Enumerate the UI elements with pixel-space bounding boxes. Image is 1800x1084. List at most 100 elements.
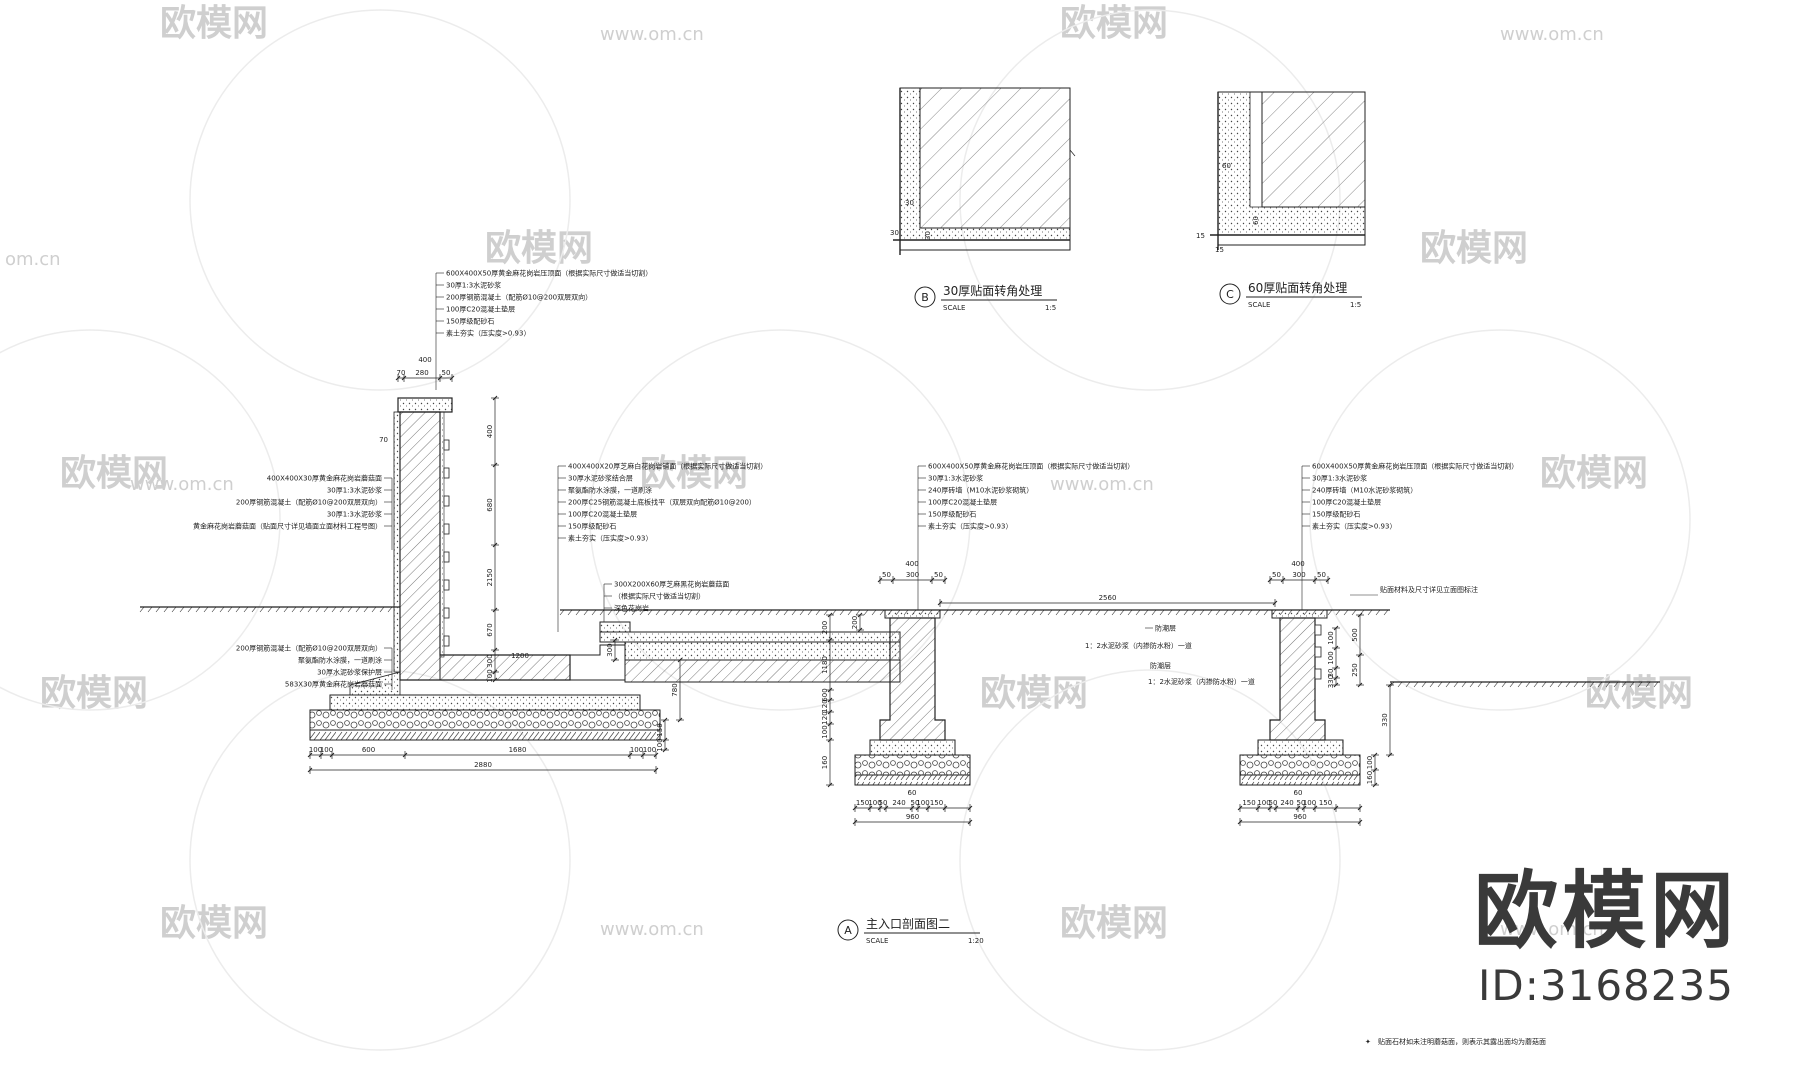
dimension-value: 960: [1293, 813, 1306, 821]
detail-a-marker: [837, 919, 859, 941]
dimension-tick: [1372, 767, 1378, 773]
ground-tick: [323, 606, 329, 613]
watermark-ring: [1309, 329, 1691, 711]
ground-tick: [575, 609, 581, 616]
ground-tick: [1581, 681, 1587, 688]
dimension-tick: [1333, 805, 1339, 811]
dimension-value: 100: [868, 799, 881, 807]
wall-cladding-left: [393, 411, 401, 673]
ground-tick: [315, 606, 321, 613]
ground-tick: [1175, 609, 1181, 616]
pier1-gravel: [854, 754, 971, 776]
ground-tick: [591, 609, 597, 616]
ground-tick: [823, 609, 829, 616]
dimension-tick: [909, 805, 915, 811]
dimension-tick: [492, 542, 498, 548]
dimension-tick: [967, 805, 973, 811]
ground-tick: [727, 609, 733, 616]
dimension-tick: [677, 657, 683, 663]
detail-b-dim: 30: [924, 231, 932, 240]
dimension-value: 780: [671, 683, 679, 696]
dimension-value: 400: [486, 425, 494, 438]
ground-tick: [1621, 681, 1627, 688]
ground-tick: [1445, 681, 1451, 688]
wall-left-note: 400X400X30厚黄金麻花岗岩蘑菇面: [267, 474, 382, 483]
dimension-tick: [1333, 675, 1339, 681]
dimension-tick: [612, 637, 618, 643]
dimension-tick: [401, 375, 407, 381]
pier1-brick: [879, 617, 946, 741]
wall-coping: [397, 397, 453, 413]
ground-tick: [227, 606, 233, 613]
dimension-value: 300: [906, 571, 919, 579]
watermark-logo: 欧模网: [60, 453, 168, 494]
detail-a-scale: 1:20: [968, 937, 984, 945]
dimension-value: 150: [856, 799, 869, 807]
ground-tick: [331, 606, 337, 613]
watermark-logo: 欧模网: [640, 453, 748, 494]
dimension-tick: [1273, 805, 1279, 811]
ground-tick: [1183, 609, 1189, 616]
ground-tick: [863, 609, 869, 616]
dimension-tick: [492, 462, 498, 468]
dimension-value: 160: [1366, 771, 1374, 784]
ground-tick: [1565, 681, 1571, 688]
wall-bottom-note: 200厚钢筋混凝土（配筋Ø10@200双层双向）: [236, 644, 382, 653]
ground-tick: [1405, 681, 1411, 688]
ground-tick: [243, 606, 249, 613]
wall-bottom-note: 30厚水泥砂浆保护层: [317, 668, 382, 677]
ground-tick: [355, 606, 361, 613]
ground-tick: [1557, 681, 1563, 688]
dimension-tick: [857, 627, 863, 633]
wall-stud: [443, 579, 450, 591]
dimension-value: 100: [309, 746, 322, 754]
wall-left-note: 30厚1:3水泥砂浆: [327, 510, 382, 519]
footnote-mark: ✦: [1365, 1038, 1371, 1046]
dimension-tick: [827, 737, 833, 743]
ground-tick: [147, 606, 153, 613]
detail-c-dim: 15: [1215, 246, 1224, 254]
detail-b-marker-letter: B: [921, 291, 929, 304]
floor-note: 200厚C25钢筋混凝土底板找平（双层双向配筋Ø10@200）: [568, 498, 756, 507]
wall-top-note: 100厚C20混凝土垫层: [446, 305, 515, 314]
ground-tick: [1111, 609, 1117, 616]
detail-b-scale: 1:5: [1045, 304, 1056, 312]
watermark-logo: 欧模网: [1060, 903, 1168, 944]
ground-tick: [1509, 681, 1515, 688]
ground-tick: [1327, 609, 1333, 616]
dimension-tick: [402, 752, 408, 758]
detail-c-scale-label: SCALE: [1248, 301, 1270, 309]
dimension-value: 100: [630, 746, 643, 754]
ground-tick: [1383, 609, 1389, 616]
ground-tick: [363, 606, 369, 613]
dimension-tick: [1333, 625, 1339, 631]
pier2-soil: [1239, 774, 1361, 786]
floor-paving: [599, 631, 901, 643]
watermark-logo: 欧模网: [485, 228, 593, 269]
dimension-value: 680: [486, 498, 494, 511]
floor-note: 100厚C20混凝土垫层: [568, 510, 637, 519]
pier2-stud: [1314, 668, 1322, 680]
dimension-tick: [827, 709, 833, 715]
dimension-value: 100: [643, 746, 656, 754]
ground-tick: [783, 609, 789, 616]
dimension-tick: [449, 375, 455, 381]
ground-tick: [1549, 681, 1555, 688]
dimension-value: 150: [1242, 799, 1255, 807]
ground-tick: [1517, 681, 1523, 688]
watermark-ring: [0, 329, 281, 711]
dimension-tick: [329, 752, 335, 758]
dimension-tick: [395, 375, 401, 381]
dimension-value: 100: [1327, 631, 1335, 644]
dimension-value: 2880: [474, 761, 492, 769]
pier2-note: 600X400X50厚黄金麻花岗岩压顶面（根据实际尺寸做适当切割）: [1312, 462, 1518, 471]
ground-tick: [1023, 609, 1029, 616]
ground-tick: [1533, 681, 1539, 688]
dimension-value: 50: [879, 799, 888, 807]
ground-tick: [687, 609, 693, 616]
ground-tick: [735, 609, 741, 616]
ground-tick: [1151, 609, 1157, 616]
detail-c-marker: [1219, 283, 1241, 305]
watermark-logo: 欧模网: [980, 673, 1088, 714]
dimension-tick: [929, 577, 935, 583]
